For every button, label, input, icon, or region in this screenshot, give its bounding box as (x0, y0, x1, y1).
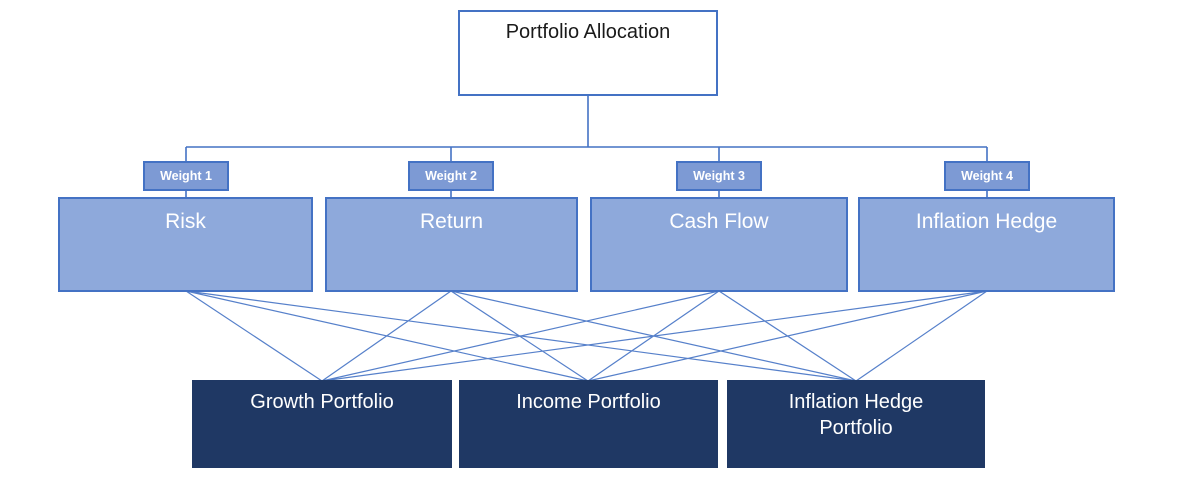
root-node-label: Portfolio Allocation (505, 21, 671, 43)
portfolio-node-label: Inflation Hedge Portfolio (788, 391, 924, 439)
criteria-node-inflation-hedge: Inflation Hedge (858, 197, 1115, 292)
root-node-portfolio-allocation: Portfolio Allocation (458, 10, 718, 96)
weight-node-label: Weight 2 (425, 169, 477, 183)
portfolio-node-label: Income Portfolio (516, 391, 661, 413)
criteria-node-risk: Risk (58, 197, 313, 292)
portfolio-node-growth: Growth Portfolio (192, 380, 452, 468)
criteria-portfolio-lines (185, 290, 988, 382)
portfolio-node-inflation-hedge: Inflation Hedge Portfolio (727, 380, 985, 468)
weight-node-1: Weight 1 (143, 161, 229, 191)
criteria-node-cash-flow: Cash Flow (590, 197, 848, 292)
weight-node-label: Weight 4 (961, 169, 1013, 183)
weight-node-3: Weight 3 (676, 161, 762, 191)
elbow-connector-lines (185, 96, 988, 198)
criteria-node-label: Inflation Hedge (915, 210, 1058, 233)
weight-node-2: Weight 2 (408, 161, 494, 191)
criteria-node-label: Risk (165, 210, 206, 233)
weight-node-label: Weight 3 (693, 169, 745, 183)
criteria-node-label: Return (419, 210, 484, 233)
criteria-node-label: Cash Flow (669, 210, 769, 233)
portfolio-node-income: Income Portfolio (459, 380, 718, 468)
criteria-node-return: Return (325, 197, 578, 292)
weight-node-label: Weight 1 (160, 169, 212, 183)
portfolio-node-label: Growth Portfolio (250, 391, 394, 413)
weight-node-4: Weight 4 (944, 161, 1030, 191)
